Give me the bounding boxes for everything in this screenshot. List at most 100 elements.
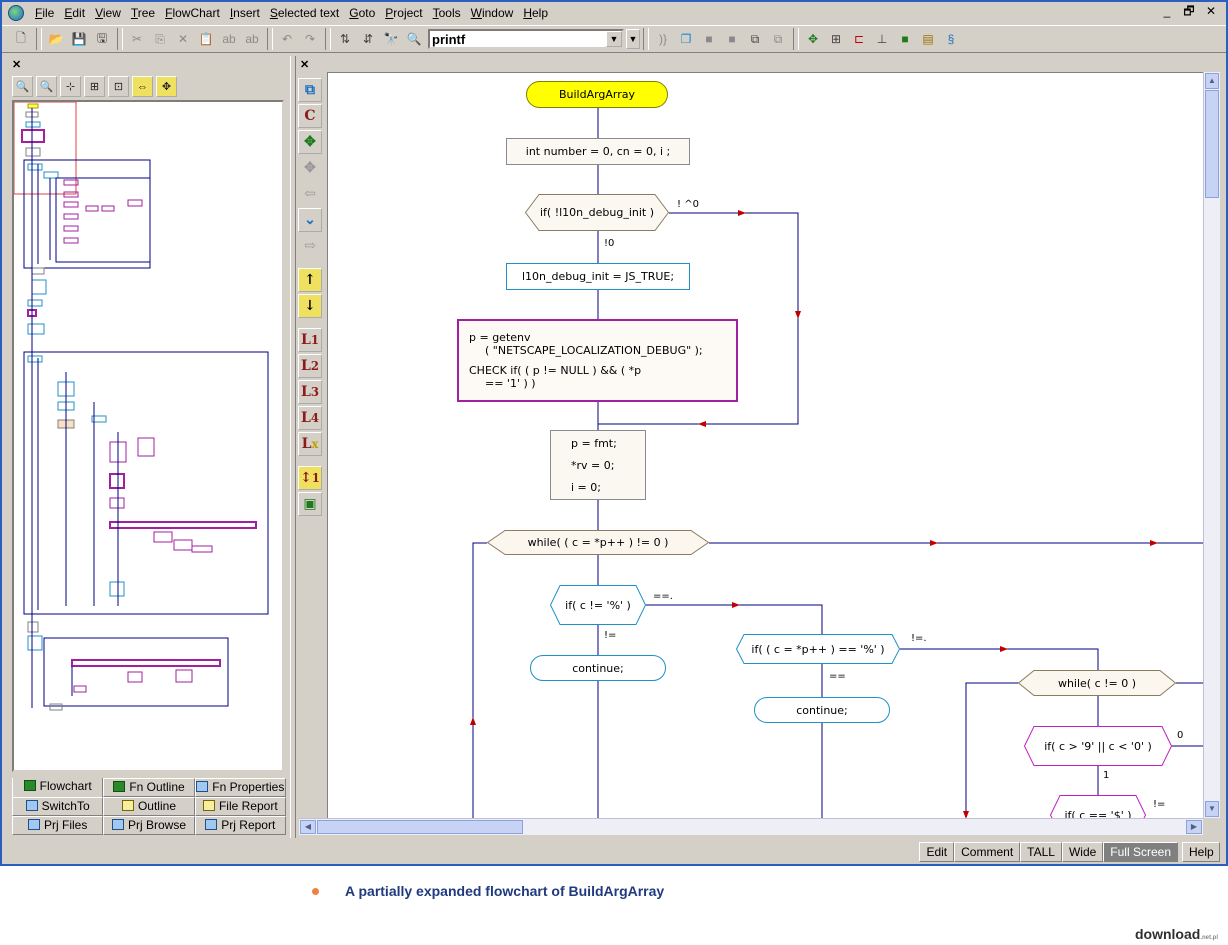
- minimize-icon[interactable]: _: [1163, 4, 1171, 18]
- zoom-in-icon[interactable]: 🔍: [12, 76, 33, 97]
- menu-file[interactable]: File: [35, 6, 55, 20]
- replace-icon[interactable]: ab: [245, 32, 259, 46]
- menu-view[interactable]: View: [95, 6, 121, 20]
- report-icon[interactable]: ▤: [922, 32, 934, 46]
- save-all-icon[interactable]: 🖫: [96, 30, 108, 45]
- menu-goto[interactable]: Goto: [349, 6, 376, 20]
- panel-splitter[interactable]: [290, 56, 296, 838]
- if-digit-node[interactable]: if( c > '9' || c < '0' ): [1024, 726, 1172, 766]
- init-node[interactable]: p = fmt; *rv = 0; i = 0;: [550, 430, 646, 500]
- find-next-icon[interactable]: ⇵: [362, 32, 374, 46]
- menu-project[interactable]: Project: [385, 6, 423, 20]
- save-icon[interactable]: 💾: [71, 32, 87, 46]
- zoom-out-icon[interactable]: 🔍: [36, 76, 57, 97]
- compare-disabled-icon[interactable]: ⧉: [773, 31, 783, 46]
- menu-insert[interactable]: Insert: [229, 6, 260, 20]
- cut-icon[interactable]: ✂: [131, 32, 143, 46]
- if-dollar-node[interactable]: if( c == '$' ): [1050, 795, 1146, 818]
- code-view-icon[interactable]: C: [298, 104, 322, 128]
- find-in-files-icon[interactable]: 🔍: [406, 32, 422, 46]
- stop-all-icon[interactable]: ■: [728, 32, 736, 46]
- expand-icon[interactable]: ⊞: [84, 76, 105, 97]
- close-view-icon[interactable]: ✕: [300, 59, 310, 71]
- if-debug-init-node[interactable]: if( !l10n_debug_init ): [525, 194, 669, 231]
- export-image-icon[interactable]: ▣: [298, 492, 322, 516]
- expand-all-icon[interactable]: ✥: [298, 130, 322, 154]
- call-tree-icon[interactable]: ⊏: [853, 32, 865, 46]
- menu-help[interactable]: Help: [523, 6, 549, 20]
- collapse-icon[interactable]: ✥: [304, 160, 316, 176]
- compare-icon[interactable]: ⧉: [750, 31, 760, 46]
- settings-icon[interactable]: §: [947, 32, 955, 46]
- assign-debug-node[interactable]: l10n_debug_init = JS_TRUE;: [506, 263, 690, 290]
- tab-file-report[interactable]: File Report: [194, 797, 286, 816]
- tab-flowchart[interactable]: Flowchart: [12, 778, 104, 798]
- delete-icon[interactable]: ✕: [177, 32, 189, 46]
- menu-window[interactable]: Window: [470, 6, 514, 20]
- getenv-node[interactable]: p = getenv ( "NETSCAPE_LOCALIZATION_DEBU…: [457, 319, 738, 402]
- scroll-down-icon[interactable]: ▼: [1205, 801, 1219, 817]
- menu-edit[interactable]: Edit: [64, 6, 86, 20]
- horizontal-scroll-thumb[interactable]: [317, 820, 523, 834]
- search-combo[interactable]: printf ▼: [428, 29, 624, 49]
- continue-node-2[interactable]: continue;: [754, 697, 890, 723]
- open-folder-icon[interactable]: 📂: [48, 32, 64, 46]
- pan-horizontal-icon[interactable]: ⇔: [132, 76, 153, 97]
- tab-fn-outline[interactable]: Fn Outline: [103, 778, 195, 797]
- flowchart-overview[interactable]: [12, 100, 284, 772]
- find-icon[interactable]: 🔭: [383, 32, 399, 46]
- horizontal-scrollbar[interactable]: ◀ ▶: [299, 818, 1203, 835]
- jump-icon[interactable]: ↕1: [298, 466, 322, 490]
- declaration-node[interactable]: int number = 0, cn = 0, i ;: [506, 138, 690, 165]
- stop-icon[interactable]: ■: [705, 32, 713, 46]
- flowchart-canvas[interactable]: BuildArgArray int number = 0, cn = 0, i …: [327, 72, 1203, 818]
- edit-mode-button[interactable]: Edit: [919, 842, 955, 862]
- vertical-scroll-thumb[interactable]: [1205, 90, 1219, 198]
- close-icon[interactable]: ✕: [1205, 4, 1217, 18]
- tab-outline[interactable]: Outline: [103, 797, 195, 816]
- cascade-icon[interactable]: ❐: [680, 32, 692, 46]
- comment-mode-button[interactable]: Comment: [954, 842, 1021, 862]
- book-icon[interactable]: ■: [901, 32, 909, 46]
- tab-prj-report[interactable]: Prj Report: [194, 816, 286, 835]
- app-logo-icon[interactable]: [8, 5, 24, 21]
- move-up-icon[interactable]: ↑: [298, 268, 322, 292]
- move-down-icon[interactable]: ↓: [298, 294, 322, 318]
- new-file-icon[interactable]: 🗋: [16, 30, 26, 45]
- continue-node-1[interactable]: continue;: [530, 655, 666, 681]
- hierarchy-icon[interactable]: ⊥: [876, 32, 888, 46]
- arrow-down-icon[interactable]: ⌄: [298, 208, 322, 232]
- pan-all-icon[interactable]: ✥: [156, 76, 177, 97]
- tab-prj-files[interactable]: Prj Files: [12, 816, 104, 835]
- while-c-node[interactable]: while( c != 0 ): [1018, 670, 1176, 696]
- menu-tree[interactable]: Tree: [130, 6, 156, 20]
- brace-icon[interactable]: )}: [658, 32, 667, 46]
- scroll-right-icon[interactable]: ▶: [1186, 820, 1202, 834]
- arrow-left-icon[interactable]: ⇦: [304, 186, 316, 202]
- redo-icon[interactable]: ↷: [304, 32, 316, 46]
- wide-mode-button[interactable]: Wide: [1061, 842, 1104, 862]
- close-panel-icon[interactable]: ✕: [12, 59, 22, 71]
- tab-prj-browse[interactable]: Prj Browse: [103, 816, 195, 835]
- if-double-percent-node[interactable]: if( ( c = *p++ ) == '%' ): [736, 634, 900, 664]
- menu-selected-text[interactable]: Selected text: [269, 6, 340, 20]
- find-prev-icon[interactable]: ⇅: [339, 32, 351, 46]
- scroll-left-icon[interactable]: ◀: [300, 820, 316, 834]
- vertical-scrollbar[interactable]: ▲ ▼: [1203, 72, 1220, 818]
- layout-icon[interactable]: ⧉: [298, 78, 322, 102]
- start-node[interactable]: BuildArgArray: [526, 81, 668, 108]
- full-screen-button[interactable]: Full Screen: [1103, 842, 1178, 862]
- if-percent-node[interactable]: if( c != '%' ): [550, 585, 646, 625]
- menu-tools[interactable]: Tools: [432, 6, 461, 20]
- search-input[interactable]: printf: [432, 31, 466, 47]
- scroll-up-icon[interactable]: ▲: [1205, 73, 1219, 89]
- undo-icon[interactable]: ↶: [281, 32, 293, 46]
- menu-flowchart[interactable]: FlowChart: [165, 6, 220, 20]
- tall-mode-button[interactable]: TALL: [1020, 842, 1062, 862]
- fit-icon[interactable]: ⊹: [60, 76, 81, 97]
